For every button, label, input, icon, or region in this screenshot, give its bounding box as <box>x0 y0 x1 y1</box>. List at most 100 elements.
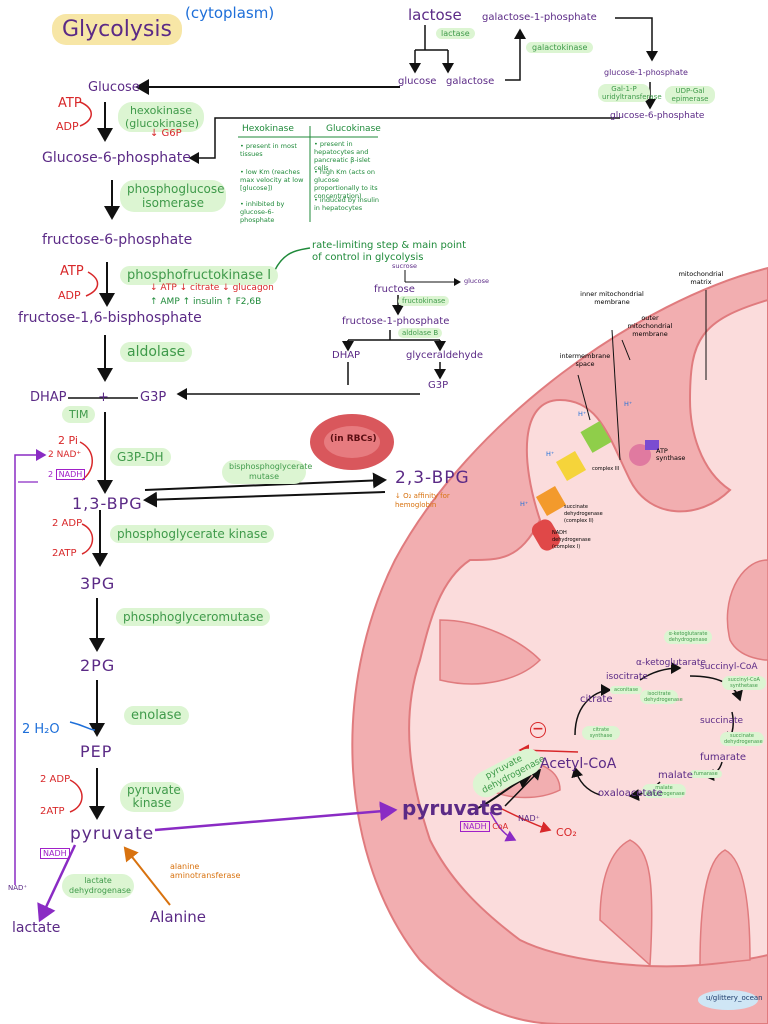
mito-ims-label: intermembrane space <box>559 352 611 368</box>
hplus-1: H⁺ <box>520 500 529 508</box>
complex-3-label: complex III <box>592 466 620 472</box>
cofactor-2h2o: 2 H₂O <box>22 722 60 737</box>
fructose-label: fructose <box>374 284 415 295</box>
metabolite-alanine: Alanine <box>150 908 207 926</box>
hplus-3: H⁺ <box>578 410 587 418</box>
enzyme-fumarase: fumarase <box>690 770 722 778</box>
complex-shape-orange <box>535 485 567 517</box>
tca-malate: malate <box>658 770 693 781</box>
fructose-glucose-label: glucose <box>464 277 489 285</box>
lactose-galactose: galactose <box>446 76 495 87</box>
enzyme-akgdh: α-ketoglutarate dehydrogenase <box>664 630 712 644</box>
pfk-activators: ↑ AMP ↑ insulin ↑ F2,6B <box>150 297 262 307</box>
atp-synthase-label: ATP synthase <box>656 447 686 462</box>
tca-succcoa: succinyl-CoA <box>700 662 758 672</box>
enzyme-citrate-synthase: citrate synthase <box>582 726 620 740</box>
glc6p-label: glucose-6-phosphate <box>610 111 705 121</box>
enzyme-bpgm: bisphosphoglycerate mutase <box>222 460 312 484</box>
nadh-box-ldh: NADH <box>40 848 70 859</box>
complex-1-shape <box>531 519 561 551</box>
kinase-table-header-1: Hexokinase <box>242 124 294 134</box>
enzyme-scs: succinyl-CoA synthetase <box>722 676 766 690</box>
crista-3 <box>699 849 751 966</box>
enzyme-pgm: phosphoglyceromutase <box>116 608 271 626</box>
kinase-table-cell-r2c2: • high Km (acts on glucose proportionall… <box>314 168 378 200</box>
nadh-count: 2 <box>48 470 54 479</box>
enzyme-uridyltransferase: Gal-1-P uridyltransferase <box>598 84 662 102</box>
enzyme-aconitase: aconitase <box>610 686 643 694</box>
page-title: Glycolysis <box>52 14 182 45</box>
lactose-glucose: glucose <box>398 76 437 87</box>
hexokinase-inhibitor: ↓ G6P <box>150 128 182 139</box>
enzyme-lactase: lactase <box>436 28 475 39</box>
enzyme-pgi: phosphoglucose isomerase <box>120 180 226 212</box>
pfk-note: rate-limiting step & main point of contr… <box>312 240 467 263</box>
cofactor-2adp-2: 2 ADP <box>40 774 71 785</box>
crista-1 <box>439 619 542 685</box>
cofactor-2nadh: 2 NADH <box>48 469 86 480</box>
enzyme-hexokinase: hexokinase (glucokinase) <box>118 102 204 132</box>
location-label: (cytoplasm) <box>185 4 275 22</box>
enzyme-enolase: enolase <box>124 706 189 725</box>
cofactor-2pi: 2 Pi <box>58 434 78 447</box>
credit-badge <box>698 990 758 1010</box>
rbc-effect: ↓ O₂ affinity for hemoglobin <box>395 492 450 509</box>
lactose-label: lactose <box>408 6 462 24</box>
metabolite-glucose: Glucose <box>88 80 140 95</box>
complex-shape-green <box>580 421 612 453</box>
enzyme-tim: TIM <box>62 406 96 423</box>
sucrose-label: sucrose <box>392 262 417 270</box>
enzyme-pk: pyruvate kinase <box>120 782 184 812</box>
metabolite-f16bp: fructose-1,6-bisphosphate <box>18 310 202 326</box>
metabolite-f6p: fructose-6-phosphate <box>42 232 193 248</box>
rbc-label: (in RBCs) <box>330 434 377 444</box>
kinase-table-cell-r3c1: • inhibited by glucose-6-phosphate <box>240 200 285 224</box>
complex-2-label: succinate dehydrogenase (complex II) <box>564 504 603 524</box>
tca-oaa: oxaloacetate <box>598 788 663 799</box>
cofactor-nad-ldh: NAD⁺ <box>8 884 28 892</box>
f1p-label: fructose-1-phosphate <box>342 316 450 327</box>
metabolite-2pg: 2PG <box>80 656 116 675</box>
mito-inner-label: inner mitochondrial membrane <box>580 290 644 306</box>
enzyme-pfk: phosphofructokinase I <box>120 266 279 285</box>
credit-text: u/glittery_ocean <box>706 994 763 1002</box>
nadh-box: NADH <box>55 469 86 480</box>
metabolite-23bpg: 2,3-BPG <box>395 468 470 488</box>
metabolite-13bpg: 1,3-BPG <box>72 494 143 513</box>
mito-matrix-label: mitochondrial matrix <box>678 270 724 286</box>
hplus-2: H⁺ <box>546 450 555 458</box>
cofactor-2atp-2: 2ATP <box>40 806 65 817</box>
pdh-nadh-box: NADH <box>460 821 490 832</box>
kinase-table-cell-r1c2: • present in hepatocytes and pancreatic … <box>314 140 371 172</box>
tca-succinate: succinate <box>700 716 744 726</box>
pdh-nadh-group: NADH CoA <box>460 821 509 832</box>
pdh-co2: CO₂ <box>556 826 577 839</box>
cofactor-2atp-1: 2ATP <box>52 548 77 559</box>
enzyme-aldolaseb: aldolase B <box>398 328 443 338</box>
enzyme-fructokinase: fructokinase <box>398 296 450 306</box>
glyceraldehyde-label: glyceraldehyde <box>406 350 483 361</box>
enzyme-sdh: succinate dehydrogenase <box>720 732 764 746</box>
metabolite-pyruvate: pyruvate <box>70 824 155 844</box>
fructose-g3p: G3P <box>428 380 449 391</box>
cofactor-adp-1: ADP <box>56 120 79 133</box>
enzyme-ldh: lactate dehydrogenase <box>62 874 134 898</box>
pdh-coa: CoA <box>492 822 509 831</box>
metabolite-g3p: G3P <box>140 390 167 405</box>
metabolite-3pg: 3PG <box>80 574 116 593</box>
enzyme-epimerase: UDP-Gal epimerase <box>665 86 715 104</box>
glc1p-label: glucose-1-phosphate <box>604 68 688 77</box>
enzyme-alt: alanine aminotransferase <box>170 862 241 880</box>
kinase-table-cell-r3c2: • induced by insulin in hepatocytes <box>314 196 380 212</box>
metabolite-lactate: lactate <box>12 920 61 936</box>
tca-pyruvate: pyruvate <box>402 796 504 820</box>
atp-synthase-stalk <box>645 440 659 450</box>
metabolite-pep: PEP <box>80 742 113 761</box>
kinase-table-header-2: Glucokinase <box>326 124 381 134</box>
metabolite-g6p: Glucose-6-phosphate <box>42 150 191 166</box>
kinase-table-cell-r2c1: • low Km (reaches max velocity at low [g… <box>240 168 304 192</box>
enzyme-g3pdh: G3P-DH <box>110 448 171 466</box>
hplus-4: H⁺ <box>624 400 633 408</box>
cofactor-2nad: 2 NAD⁺ <box>48 450 82 460</box>
